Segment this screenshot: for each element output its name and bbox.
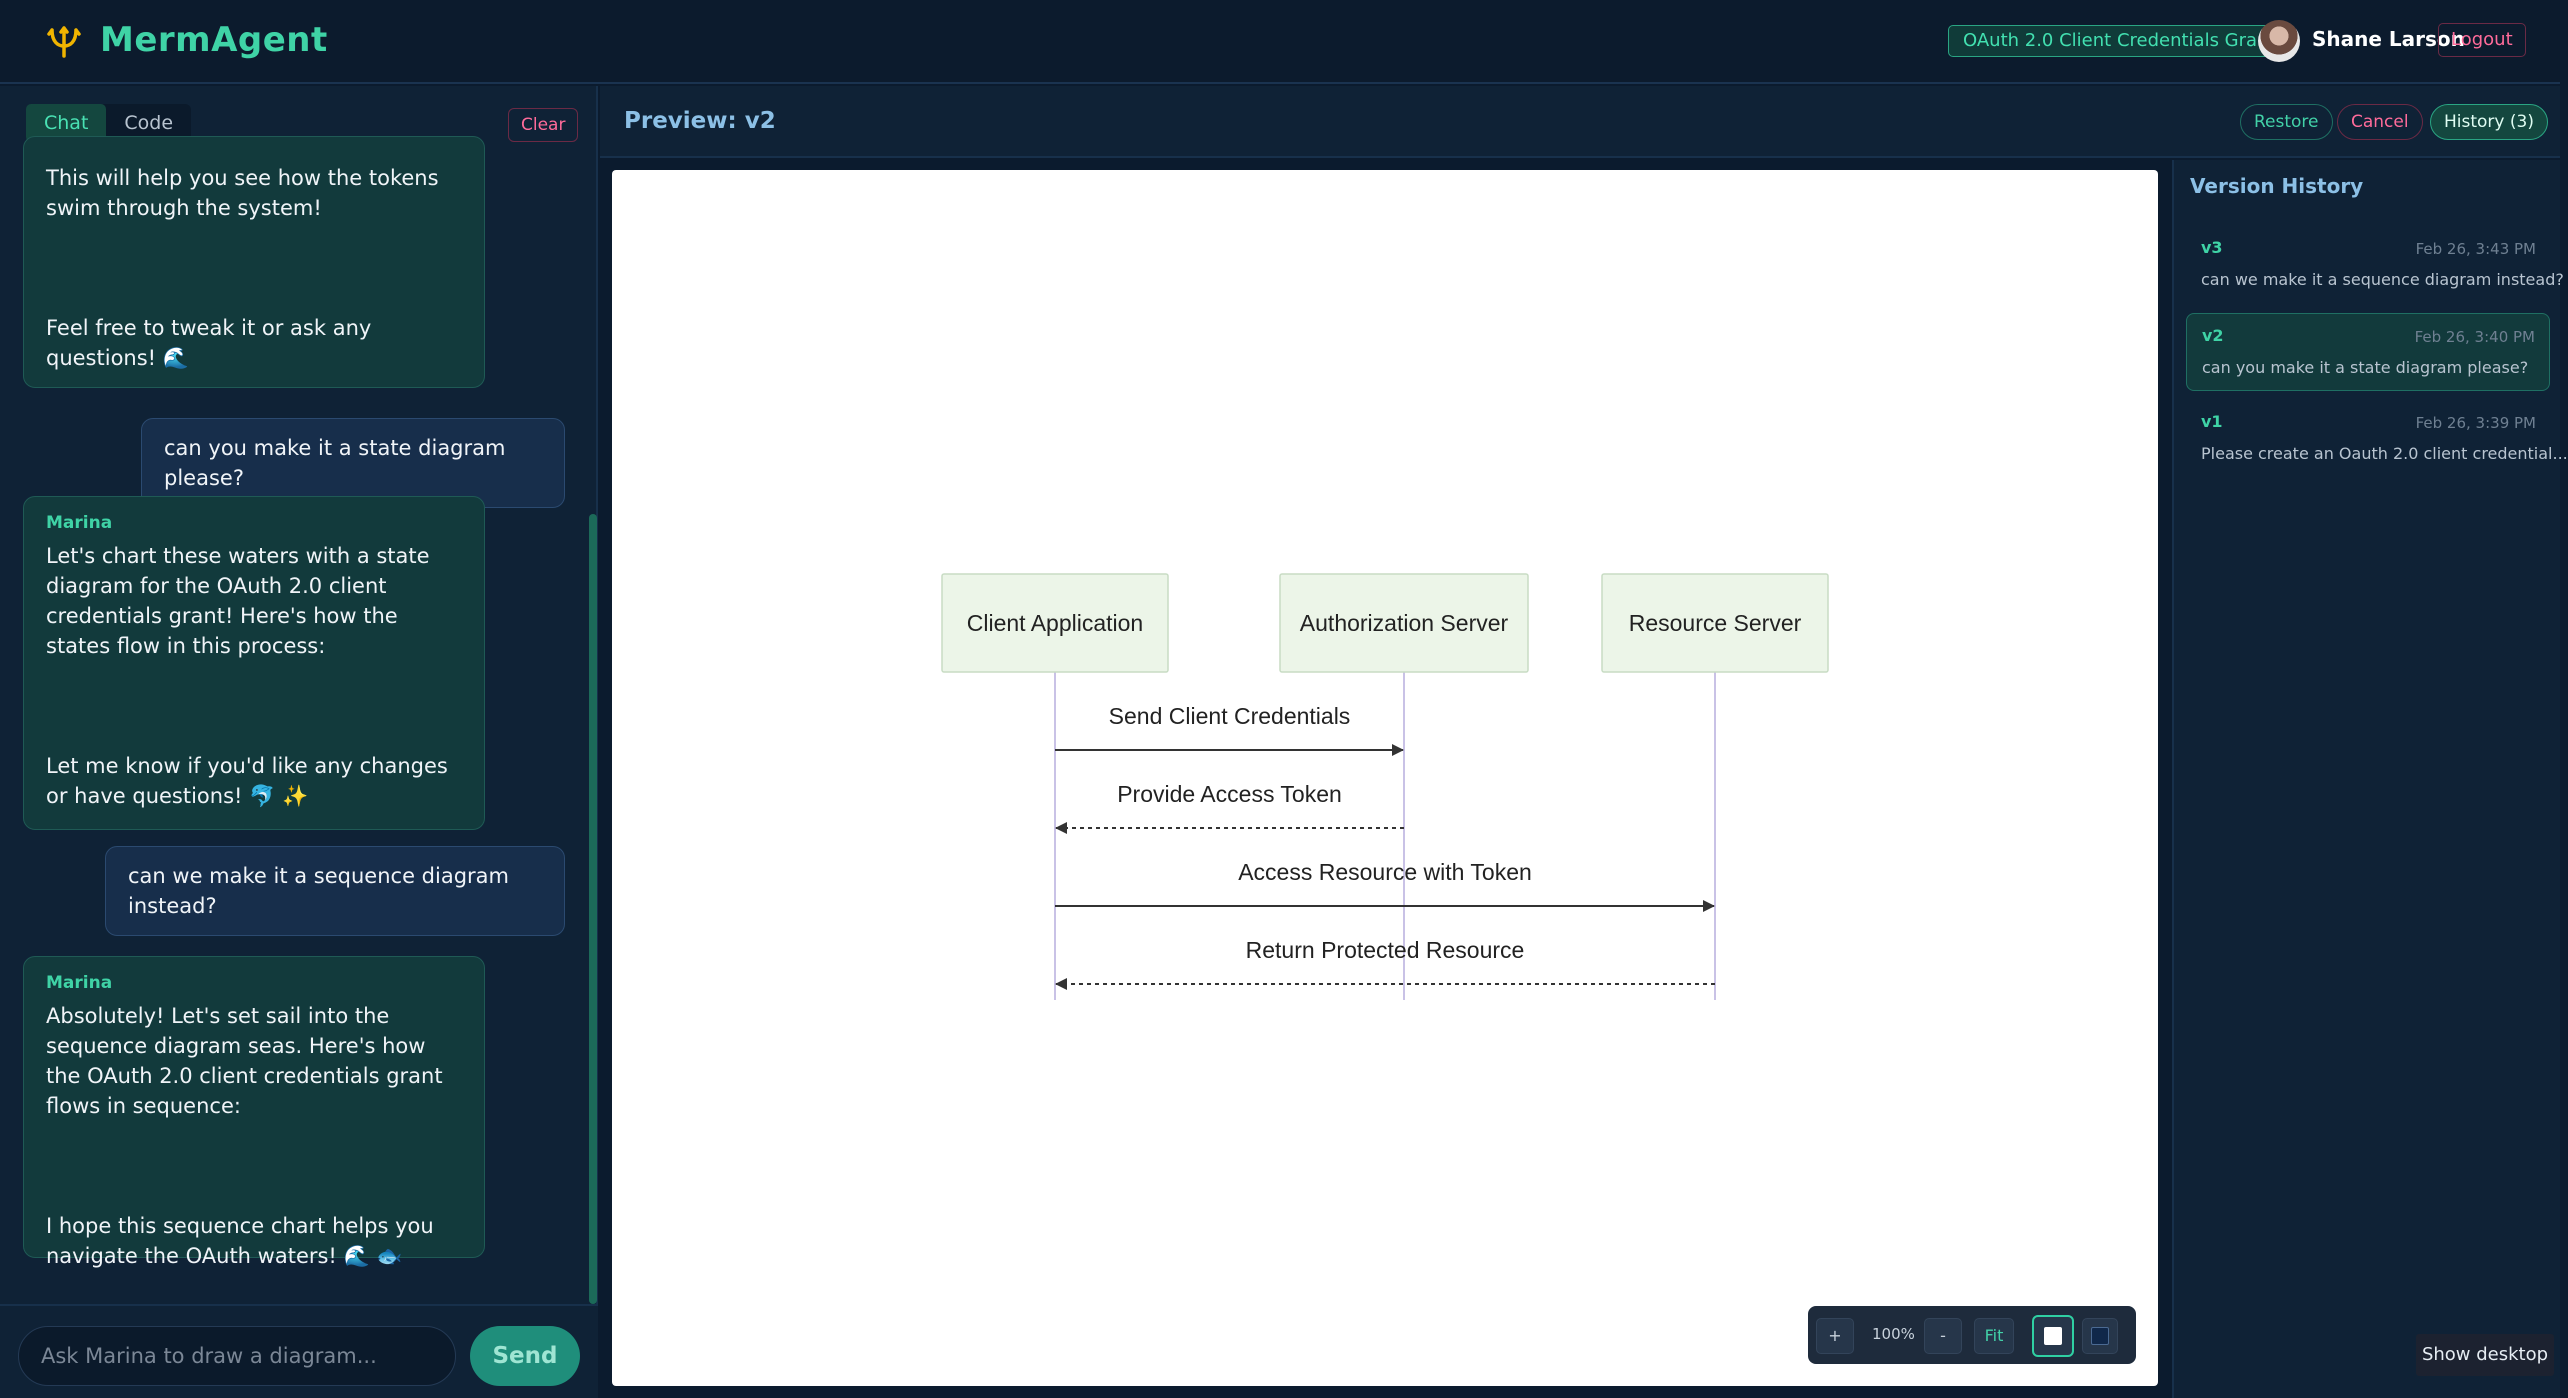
fit-button[interactable]: Fit (1974, 1318, 2014, 1354)
message-label: Return Protected Resource (1246, 937, 1525, 963)
participant-box[interactable] (1601, 573, 1829, 673)
zoom-in-button[interactable]: + (1816, 1318, 1854, 1354)
version-item-v1[interactable]: v1 Feb 26, 3:39 PM Please create an Oaut… (2186, 400, 2568, 478)
avatar[interactable] (2258, 20, 2300, 62)
version-name: v3 (2201, 238, 2223, 257)
light-swatch-icon (2044, 1327, 2062, 1345)
app-header: MermAgent OAuth 2.0 Client Credentials G… (0, 0, 2560, 84)
cancel-button[interactable]: Cancel (2337, 104, 2423, 140)
chat-message-bot: Marina Absolutely! Let's set sail into t… (23, 956, 485, 1268)
dark-swatch-icon (2091, 1327, 2109, 1345)
participant-box[interactable] (1279, 573, 1529, 673)
version-date: Feb 26, 3:39 PM (2415, 414, 2536, 432)
tab-chat[interactable]: Chat (26, 104, 107, 142)
chat-message-user: can we make it a sequence diagram instea… (105, 846, 565, 936)
chat-message-user: can you make it a state diagram please? (141, 418, 565, 508)
show-desktop-button[interactable]: Show desktop (2416, 1334, 2554, 1376)
message-sender: Marina (46, 513, 113, 533)
panel-tabs: Chat Code (26, 104, 192, 142)
dark-theme-button[interactable] (2082, 1318, 2118, 1354)
user-name: Shane Larson (2312, 27, 2465, 51)
diagram-name-badge[interactable]: OAuth 2.0 Client Credentials Grant (1948, 25, 2291, 57)
chat-message-bot: Marina Let's chart these waters with a s… (23, 496, 485, 830)
version-name: v2 (2202, 326, 2224, 345)
message-text: Absolutely! Let's set sail into the sequ… (46, 1004, 443, 1268)
history-button[interactable]: History (3) (2430, 104, 2548, 140)
version-item-v3[interactable]: v3 Feb 26, 3:43 PM can we make it a sequ… (2186, 226, 2564, 304)
version-date: Feb 26, 3:40 PM (2414, 328, 2535, 346)
participant-label: Resource Server (1629, 610, 1802, 636)
chat-scrollbar[interactable] (589, 514, 597, 1304)
clear-button[interactable]: Clear (508, 108, 579, 142)
version-history-title: Version History (2190, 174, 2364, 198)
preview-title: Preview: v2 (624, 108, 776, 134)
participant-label: Client Application (967, 610, 1143, 636)
chat-messages[interactable]: This will help you see how the tokens sw… (0, 136, 598, 1304)
message-label: Provide Access Token (1117, 781, 1342, 807)
chat-panel: Chat Code Clear This will help you see h… (0, 86, 598, 1398)
version-date: Feb 26, 3:43 PM (2415, 240, 2536, 258)
send-button[interactable]: Send (470, 1326, 580, 1386)
logout-button[interactable]: Logout (2438, 23, 2526, 57)
restore-button[interactable]: Restore (2240, 104, 2333, 140)
tab-code[interactable]: Code (124, 112, 174, 134)
participant-label: Authorization Server (1300, 610, 1509, 636)
version-desc: can we make it a sequence diagram instea… (2201, 270, 2564, 289)
zoom-level: 100% (1872, 1325, 1915, 1343)
message-label: Send Client Credentials (1109, 703, 1351, 729)
message-text: This will help you see how the tokens sw… (46, 166, 439, 370)
version-desc: Please create an Oauth 2.0 client creden… (2201, 444, 2568, 463)
chat-message-bot: This will help you see how the tokens sw… (23, 136, 485, 388)
version-name: v1 (2201, 412, 2223, 431)
chat-input[interactable] (18, 1326, 456, 1386)
message-sender: Marina (46, 973, 113, 993)
preview-header: Preview: v2 Restore Cancel History (3) (600, 86, 2560, 158)
version-history-panel: Version History v3 Feb 26, 3:43 PM can w… (2172, 160, 2568, 1398)
trident-logo-icon (47, 26, 81, 58)
app-title: MermAgent (100, 20, 328, 60)
message-label: Access Resource with Token (1238, 859, 1532, 885)
message-text: Let's chart these waters with a state di… (46, 544, 448, 808)
chat-input-bar: Send (0, 1304, 598, 1398)
participant-box[interactable] (941, 573, 1169, 673)
version-desc: can you make it a state diagram please? (2202, 358, 2529, 377)
version-item-v2[interactable]: v2 Feb 26, 3:40 PM can you make it a sta… (2186, 313, 2550, 391)
zoom-out-button[interactable]: - (1924, 1318, 1962, 1354)
light-theme-button[interactable] (2032, 1315, 2074, 1357)
zoom-toolbar: + 100% - Fit (1808, 1306, 2136, 1364)
